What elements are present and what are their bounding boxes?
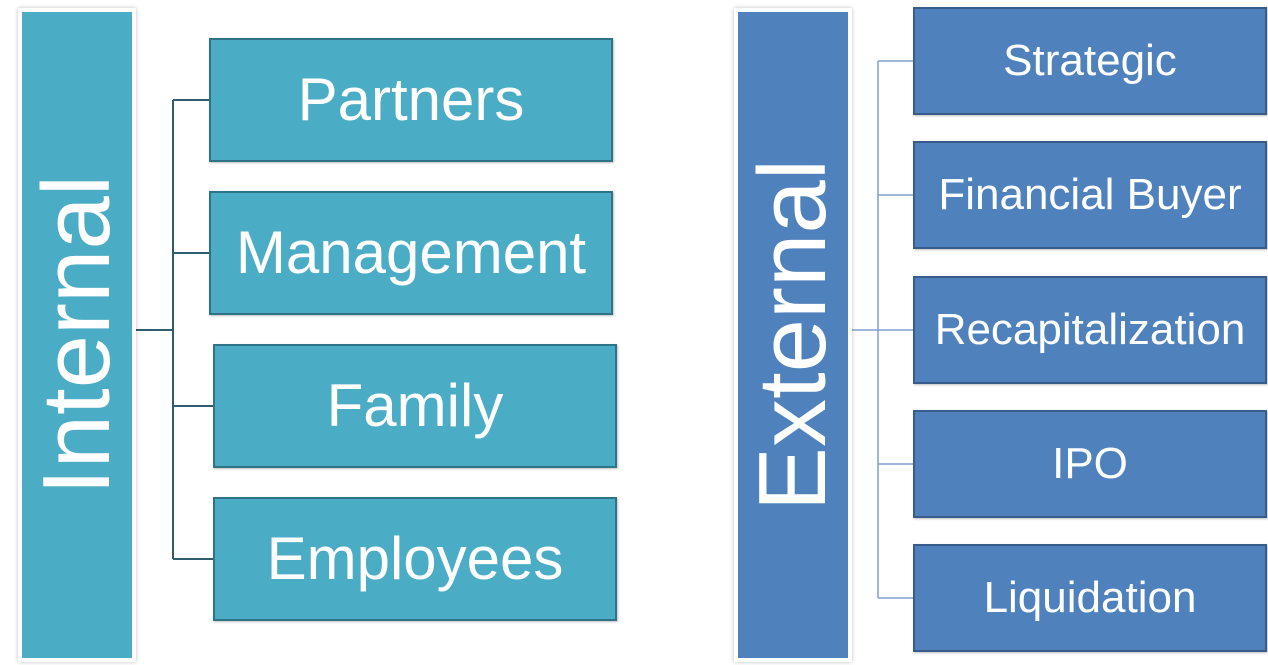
internal-node-family: Family	[213, 344, 617, 468]
node-label: Management	[235, 219, 587, 286]
external-connectors	[846, 60, 913, 599]
external-root-label: External	[739, 158, 846, 512]
internal-node-management: Management	[209, 191, 613, 315]
node-label: Recapitalization	[934, 305, 1246, 354]
node-label: Liquidation	[983, 573, 1197, 622]
external-node-financial-buyer: Financial Buyer	[913, 141, 1267, 249]
external-root-box: External	[734, 8, 852, 662]
external-node-ipo: IPO	[913, 410, 1267, 518]
node-label: Employees	[266, 525, 564, 592]
internal-connectors	[136, 99, 213, 560]
node-label: Strategic	[1003, 36, 1177, 85]
internal-root-box: Internal	[18, 8, 136, 662]
external-node-strategic: Strategic	[913, 7, 1267, 115]
internal-node-partners: Partners	[209, 38, 613, 162]
node-label: IPO	[1052, 439, 1128, 488]
internal-node-employees: Employees	[213, 497, 617, 621]
node-label: Partners	[297, 66, 525, 133]
external-node-liquidation: Liquidation	[913, 544, 1267, 652]
node-label: Financial Buyer	[938, 170, 1242, 219]
external-node-recapitalization: Recapitalization	[913, 276, 1267, 384]
internal-root-label: Internal	[23, 174, 130, 496]
node-label: Family	[326, 372, 504, 439]
